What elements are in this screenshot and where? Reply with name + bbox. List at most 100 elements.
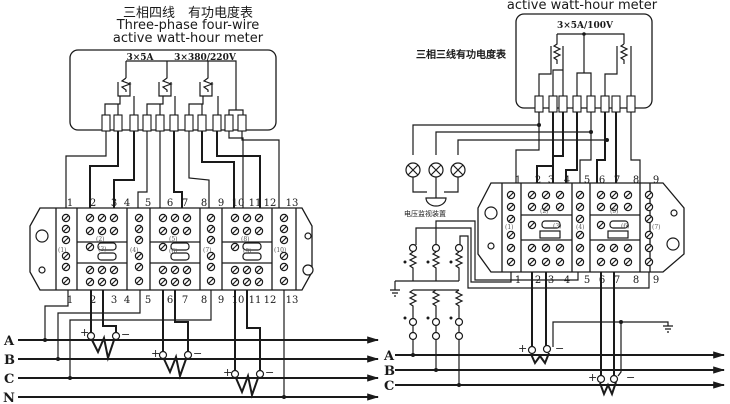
screw-icon bbox=[109, 213, 119, 223]
terminal-number: 8 bbox=[201, 198, 207, 209]
ct-plus: + bbox=[151, 347, 160, 360]
ct-minus: − bbox=[265, 366, 274, 379]
screw-icon bbox=[206, 276, 216, 286]
screw-icon bbox=[206, 235, 216, 245]
screw-icon bbox=[506, 214, 516, 224]
screw-icon bbox=[182, 277, 192, 287]
coil-2-icon bbox=[161, 61, 173, 92]
screw-icon bbox=[506, 202, 516, 212]
screw-icon bbox=[134, 224, 144, 234]
terminal-number: 9 bbox=[218, 198, 224, 209]
right-title-en: active watt-hour meter bbox=[507, 0, 658, 13]
screw-icon bbox=[596, 220, 606, 230]
left-ct-b-icon: + − bbox=[151, 347, 202, 380]
screw-icon bbox=[242, 277, 252, 287]
left-title-en-2: active watt-hour meter bbox=[113, 31, 264, 46]
screw-icon bbox=[644, 190, 654, 200]
screw-icon bbox=[279, 235, 289, 245]
screw-icon bbox=[109, 226, 119, 236]
screw-icon bbox=[279, 276, 289, 286]
lamp-1-icon bbox=[405, 162, 421, 178]
voltage-monitor-label: 电压监视装置 bbox=[404, 209, 446, 218]
left-ct-a-icon: + − bbox=[80, 326, 130, 362]
right-phase-a-label: A bbox=[383, 349, 395, 364]
left-sub-label: (9) bbox=[243, 248, 252, 255]
screw-icon bbox=[85, 242, 95, 252]
left-title-cn: 三相四线 有功电度表 bbox=[123, 5, 253, 21]
screw-icon bbox=[158, 242, 168, 252]
terminal-number: 4 bbox=[124, 295, 130, 306]
meter-terminal bbox=[197, 114, 207, 132]
terminal-number: 7 bbox=[614, 275, 620, 286]
screw-icon bbox=[644, 230, 654, 240]
screw-icon bbox=[61, 262, 71, 272]
left-rating-current: 3×5A bbox=[126, 53, 154, 63]
screw-icon bbox=[609, 243, 619, 253]
screw-icon bbox=[170, 265, 180, 275]
screw-icon bbox=[254, 277, 264, 287]
left-ct-c-icon: + − bbox=[223, 366, 274, 399]
screw-icon bbox=[575, 230, 585, 240]
screw-icon bbox=[527, 190, 537, 200]
screw-icon bbox=[254, 265, 264, 275]
meter-terminal bbox=[600, 95, 610, 113]
screw-icon bbox=[623, 243, 633, 253]
screw-icon bbox=[230, 242, 240, 252]
terminal-number: 7 bbox=[182, 198, 188, 209]
right-meter-housing bbox=[515, 13, 653, 109]
screw-icon bbox=[61, 224, 71, 234]
terminal-number: 12 bbox=[264, 198, 277, 209]
screw-icon bbox=[596, 257, 606, 267]
right-sub-label: (3) bbox=[553, 223, 562, 230]
left-phase-c-label: C bbox=[4, 372, 14, 387]
right-sub-label: (6) bbox=[621, 223, 630, 230]
screw-icon bbox=[85, 213, 95, 223]
meter-terminal bbox=[534, 95, 544, 113]
terminal-number: 3 bbox=[111, 198, 117, 209]
screw-icon bbox=[527, 257, 537, 267]
terminal-number: 11 bbox=[249, 198, 262, 209]
ct-plus: + bbox=[518, 342, 527, 355]
left-diagram: 三相四线 有功电度表 Three-phase four-wire active … bbox=[3, 5, 380, 404]
left-phase-n-label: N bbox=[3, 391, 15, 404]
screw-icon bbox=[609, 190, 619, 200]
meter-terminal bbox=[558, 95, 568, 113]
ground-icon bbox=[390, 289, 400, 297]
coil-1-icon bbox=[120, 61, 132, 92]
meter-terminal bbox=[113, 114, 123, 132]
left-meter-terminals bbox=[101, 114, 247, 132]
right-ct-a-icon: + − bbox=[518, 342, 564, 366]
terminal-number: 5 bbox=[584, 275, 590, 286]
ct-plus: + bbox=[80, 326, 89, 339]
screw-icon bbox=[254, 226, 264, 236]
left-sub-label: (8) bbox=[241, 236, 250, 243]
screw-icon bbox=[134, 262, 144, 272]
screw-icon bbox=[527, 220, 537, 230]
right-ct-c-icon: + − bbox=[588, 371, 635, 397]
right-diagram: active watt-hour meter 三相三线有功电度表 3×5A/10… bbox=[383, 0, 726, 397]
screw-icon bbox=[109, 265, 119, 275]
right-terminal-block: (1) (2) (3) (4) (5) (6) (7) bbox=[477, 182, 685, 273]
screw-icon bbox=[158, 265, 168, 275]
voltage-monitor-icon bbox=[425, 197, 447, 207]
screw-icon bbox=[182, 213, 192, 223]
screw-icon bbox=[575, 190, 585, 200]
screw-icon bbox=[541, 202, 551, 212]
screw-icon bbox=[61, 276, 71, 286]
right-sub-label: (2) bbox=[540, 208, 549, 215]
meter-terminal bbox=[572, 95, 582, 113]
screw-icon bbox=[230, 265, 240, 275]
left-sub-label: (3) bbox=[98, 246, 107, 253]
screw-icon bbox=[170, 213, 180, 223]
screw-icon bbox=[541, 190, 551, 200]
terminal-number: 8 bbox=[201, 295, 207, 306]
screw-icon bbox=[206, 213, 216, 223]
ct-minus: − bbox=[626, 371, 635, 384]
meter-terminal bbox=[611, 95, 621, 113]
screw-icon bbox=[527, 243, 537, 253]
screw-icon bbox=[596, 202, 606, 212]
screw-icon bbox=[134, 251, 144, 261]
screw-icon bbox=[61, 235, 71, 245]
terminal-number: 8 bbox=[633, 275, 639, 286]
